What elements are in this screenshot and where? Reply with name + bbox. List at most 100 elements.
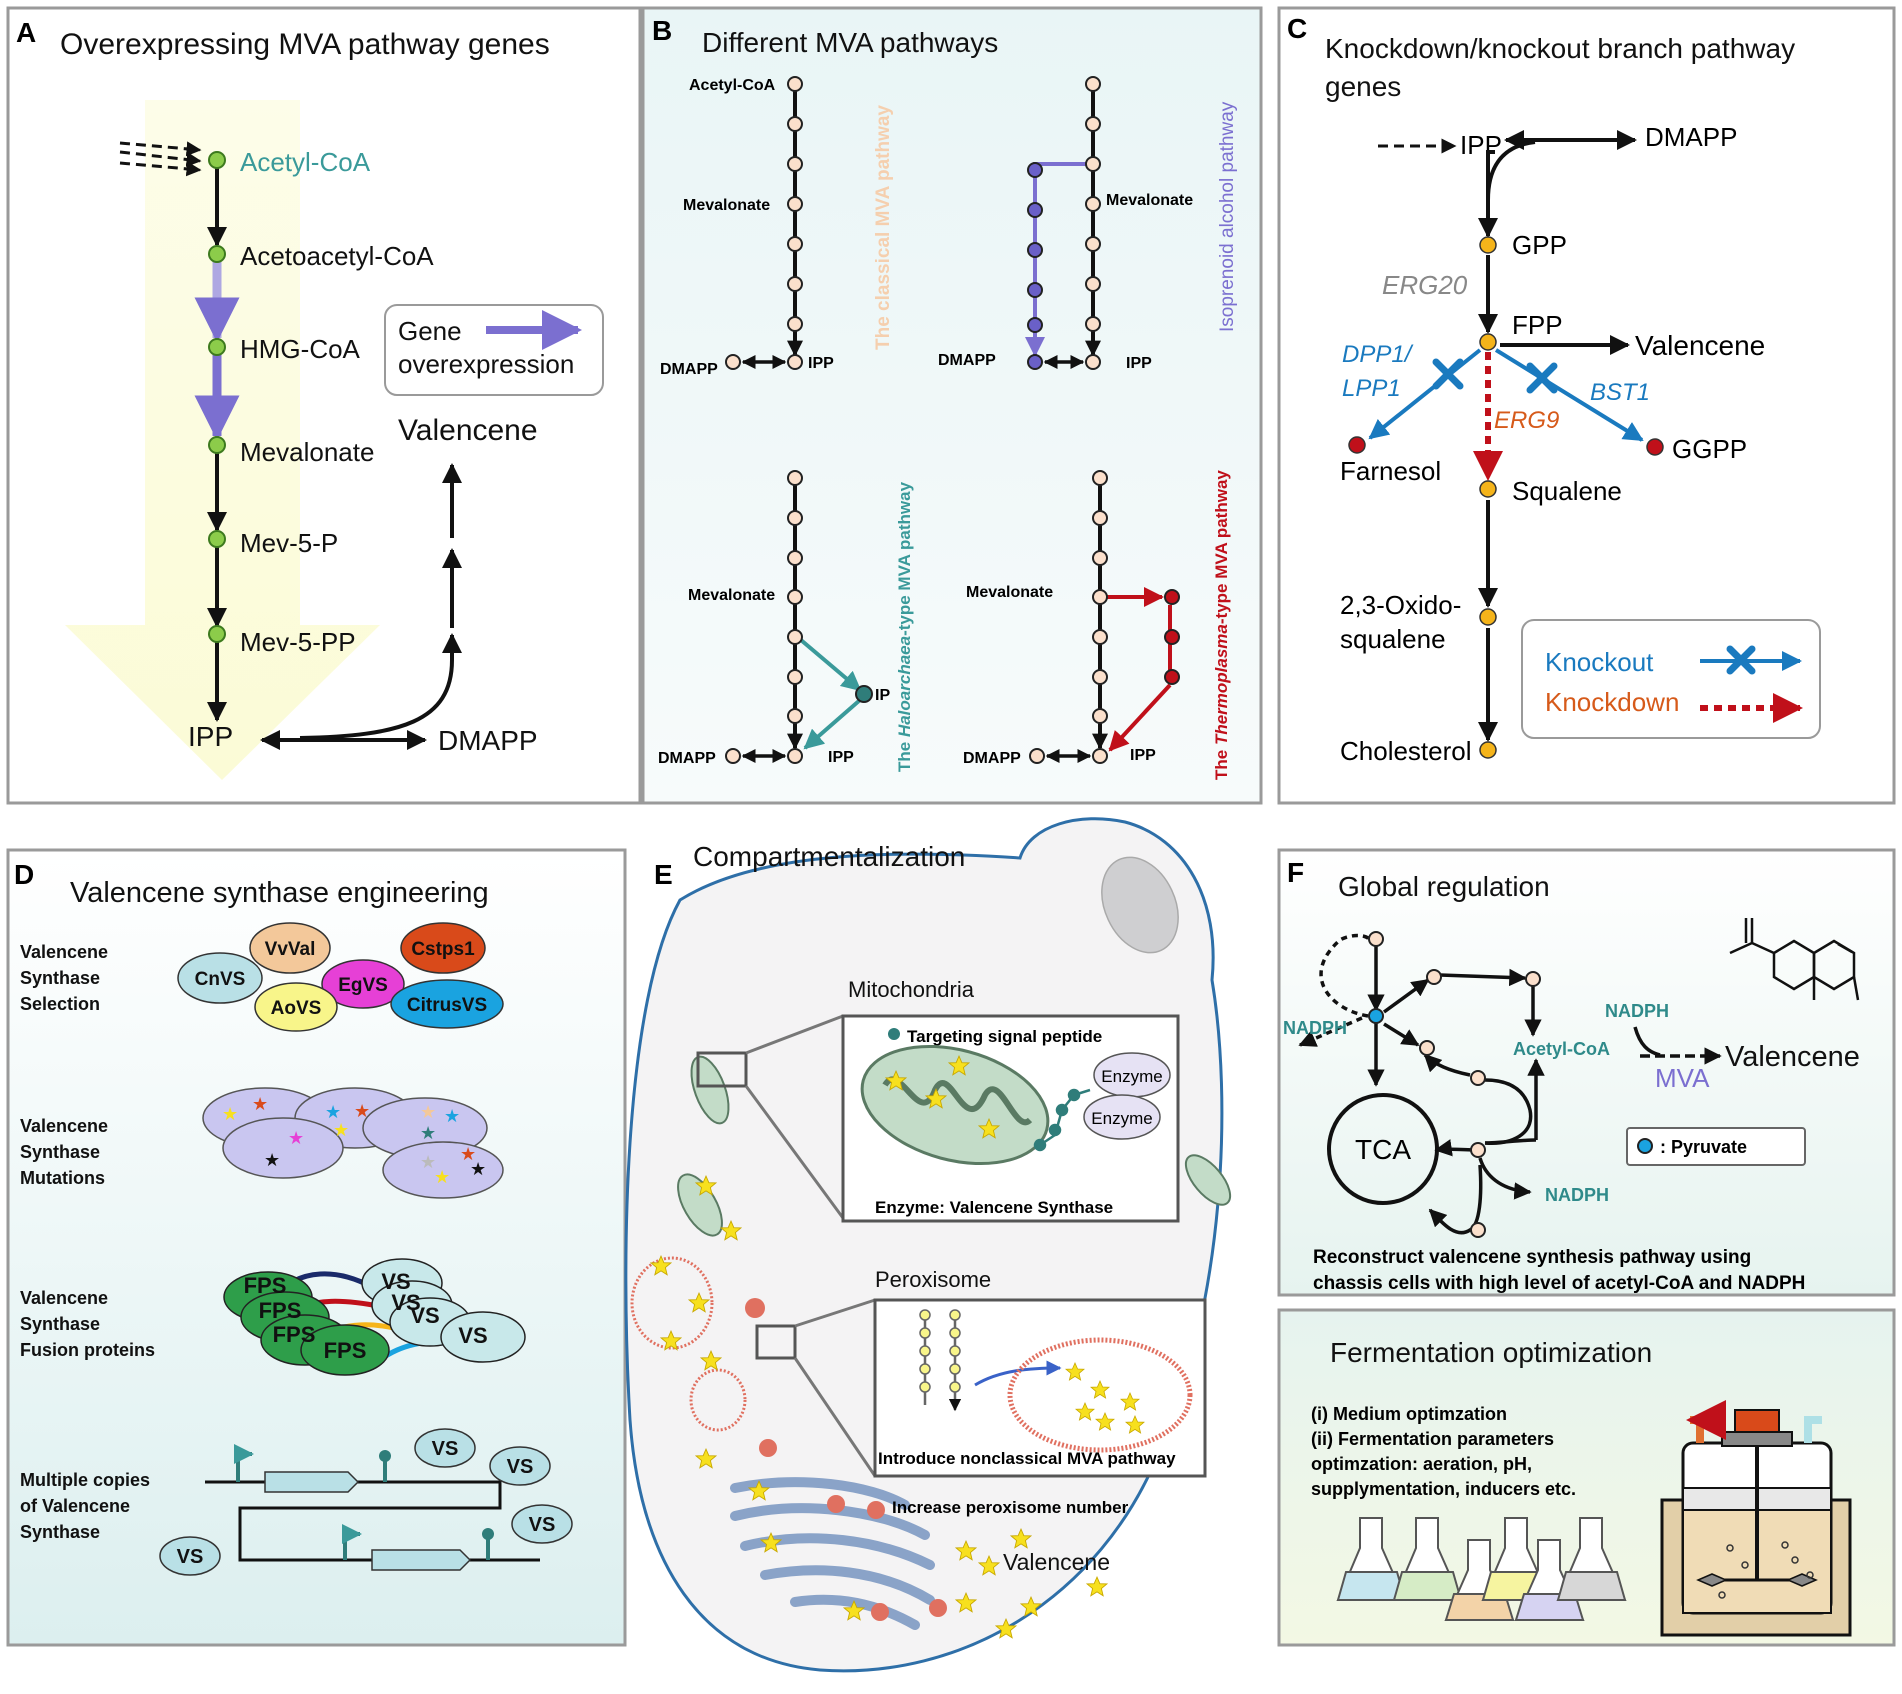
legend-overexpression-label: overexpression xyxy=(398,349,574,379)
b-halo-ipp: IPP xyxy=(828,749,854,766)
c-ipp: IPP xyxy=(1460,130,1502,160)
pyruvate-label: : Pyruvate xyxy=(1660,1137,1747,1157)
panel-b-title: Different MVA pathways xyxy=(702,27,998,58)
panel-b: B Different MVA pathways Acetyl-CoA Meva… xyxy=(641,6,1263,805)
multiple-copies: VS VS VS VS xyxy=(159,1428,573,1576)
panel-f-letter: F xyxy=(1287,857,1304,888)
enzyme-ellipse-2 xyxy=(1083,1094,1161,1140)
fermentation-title: Fermentation optimization xyxy=(1330,1337,1652,1368)
d-copies-line2: of Valencene xyxy=(20,1496,130,1516)
c-to-ggpp xyxy=(1494,348,1644,442)
panel-c-title-line2: genes xyxy=(1325,71,1401,102)
enzyme-cnvs xyxy=(177,952,263,1004)
nonclassical-caption: Introduce nonclassical MVA pathway xyxy=(878,1449,1176,1468)
d-fusion-line2: Synthase xyxy=(20,1314,100,1334)
valencene-structure-icon xyxy=(1729,918,1860,1001)
vacuole xyxy=(1101,856,1179,954)
c-valencene: Valencene xyxy=(1635,330,1765,361)
b-thermo-mevalonate: Mevalonate xyxy=(966,584,1053,601)
legend-knockdown: Knockdown xyxy=(1545,687,1679,717)
b-classical-acetyl-coa: Acetyl-CoA xyxy=(689,77,776,94)
label-hmg-coa: HMG-CoA xyxy=(240,334,361,364)
d-selection-line3: Selection xyxy=(20,994,100,1014)
panel-a-title: Overexpressing MVA pathway genes xyxy=(60,28,550,61)
b-thermo-ipp: IPP xyxy=(1130,747,1156,764)
peroxisome-highlight xyxy=(745,1298,765,1318)
node-mev-5-p xyxy=(208,530,226,548)
incoming-arrows xyxy=(119,141,202,177)
svg-text:★: ★ xyxy=(288,1128,304,1148)
b-isoprenoid-mevalonate: Mevalonate xyxy=(1106,192,1193,209)
c-lpp1: LPP1 xyxy=(1342,375,1401,402)
copy-vs-4: VS xyxy=(177,1546,204,1568)
f-nadph-3: NADPH xyxy=(1605,1001,1669,1021)
node-mev-5-pp xyxy=(208,625,226,643)
b-halo-dmapp: DMAPP xyxy=(658,750,716,767)
knockout-cross-dpp1 xyxy=(1432,358,1464,390)
isoprenoid-alcohol-pathway: Mevalonate DMAPP IPP Isoprenoid alcohol … xyxy=(938,76,1238,372)
c-node-ggpp xyxy=(1646,438,1664,456)
svg-text:★: ★ xyxy=(333,1120,349,1140)
c-node-cholesterol xyxy=(1479,741,1497,759)
increase-peroxisome-label: Increase peroxisome number xyxy=(892,1498,1129,1517)
panel-e-title: Compartmentalization xyxy=(693,841,965,872)
copy-vs-1: VS xyxy=(432,1438,459,1460)
pyruvate-node xyxy=(1368,1008,1384,1024)
legend-knockout: Knockout xyxy=(1545,647,1654,677)
copy-vs-2: VS xyxy=(507,1456,534,1478)
f-valencene: Valencene xyxy=(1725,1041,1860,1073)
ferm-line2: (ii) Fermentation parameters xyxy=(1311,1429,1554,1449)
mitochondrion-large xyxy=(860,1044,1050,1166)
b-thermo-dmapp: DMAPP xyxy=(963,750,1021,767)
b-classical-dmapp: DMAPP xyxy=(660,361,718,378)
enzyme-label-1: Enzyme xyxy=(1101,1067,1162,1086)
d-selection-line2: Synthase xyxy=(20,968,100,988)
b-halo-mevalonate: Mevalonate xyxy=(688,587,775,604)
c-fpp: FPP xyxy=(1512,310,1563,340)
culture-flasks xyxy=(1336,1517,1627,1621)
classical-pathway: Acetyl-CoA Mevalonate DMAPP IPP The clas… xyxy=(660,76,894,378)
c-squalene: Squalene xyxy=(1512,476,1622,506)
enzyme-aovs xyxy=(254,982,338,1032)
b-halo-ip: IP xyxy=(875,687,890,704)
node-acetoacetyl-coa xyxy=(208,245,226,263)
label-vs-2: VS xyxy=(391,1290,420,1315)
c-farnesol: Farnesol xyxy=(1340,456,1441,486)
enzyme-label-2: Enzyme xyxy=(1091,1109,1152,1128)
knockout-cross-bst1 xyxy=(1526,362,1558,394)
label-vs-4: VS xyxy=(458,1323,487,1348)
haloarchaea-pathway: Mevalonate IP DMAPP IPP The Haloarchaea-… xyxy=(658,470,914,772)
d-copies-line3: Synthase xyxy=(20,1522,100,1542)
panel-e: E Compartmentalization Mitochondria Targ… xyxy=(624,817,1232,1673)
enzyme-citrusvs xyxy=(390,979,504,1029)
c-legend: Knockout Knockdown xyxy=(1521,619,1821,739)
label-fps-2: FPS xyxy=(259,1298,302,1323)
thermoplasma-pathway-label: The Thermoplasma-type MVA pathway xyxy=(1212,470,1231,780)
c-node-gpp xyxy=(1479,236,1497,254)
label-cstps1: Cstps1 xyxy=(411,939,475,960)
label-citrusvs: CitrusVS xyxy=(407,995,487,1016)
svg-text:★: ★ xyxy=(434,1167,450,1187)
c-dpp1: DPP1/ xyxy=(1342,341,1414,368)
copy-vs-3: VS xyxy=(529,1514,556,1536)
panel-b-letter: B xyxy=(652,15,672,46)
svg-text:★: ★ xyxy=(420,1123,436,1143)
ferm-line4: supplymentation, inducers etc. xyxy=(1311,1479,1576,1499)
enzyme-cstps1 xyxy=(400,922,486,974)
c-cholesterol: Cholesterol xyxy=(1340,736,1472,766)
c-node-squalene xyxy=(1479,480,1497,498)
c-ipp-to-gpp xyxy=(1478,150,1498,238)
svg-text:★: ★ xyxy=(354,1101,370,1121)
isoprenoid-pathway-label: Isoprenoid alcohol pathway xyxy=(1217,101,1238,332)
label-aovs: AoVS xyxy=(271,998,322,1019)
small-mitochondria xyxy=(677,1055,1232,1237)
enzyme-egvs xyxy=(321,959,405,1009)
svg-text:★: ★ xyxy=(264,1150,280,1170)
enzyme-selection xyxy=(177,922,504,1032)
panel-b-frame xyxy=(641,6,1263,805)
c-erg9: ERG9 xyxy=(1494,407,1559,434)
panel-f: F Global regulation N xyxy=(1277,848,1896,1647)
fusion-proteins: FPS FPS FPS FPS VS VS VS VS xyxy=(223,1258,526,1376)
mutation-stars: ★★ ★★ ★★ ★★ ★★ ★★ ★★ xyxy=(222,1094,486,1187)
panel-a-letter: A xyxy=(16,17,36,48)
